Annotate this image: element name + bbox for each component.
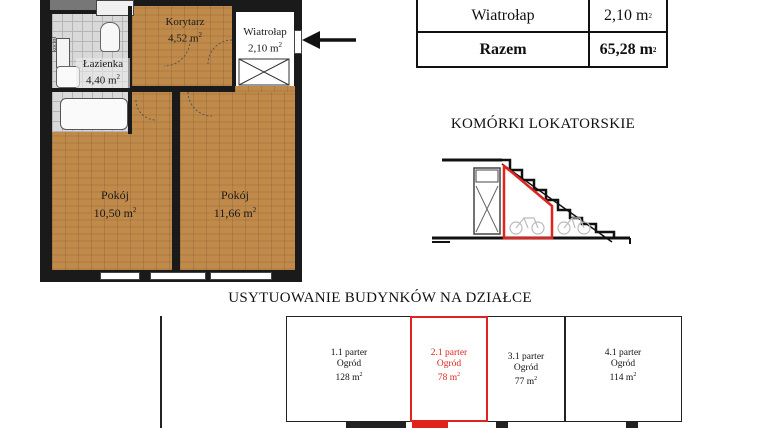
cabinet-icon bbox=[96, 0, 134, 16]
storage-diagram bbox=[432, 158, 631, 244]
table-cell-name: Wiatrołap bbox=[471, 6, 535, 24]
room-label-pokoj-2: Pokój 11,66 m2 bbox=[213, 188, 257, 220]
pokoj-right-floor bbox=[180, 92, 295, 270]
plot-2 bbox=[410, 316, 488, 422]
room-label-pokoj-1: Pokój 10,50 m2 bbox=[93, 188, 137, 220]
floor-plan: kocioł Korytarz 4,52 m2 Wiatrołap 2,10 m… bbox=[40, 0, 302, 282]
korytarz-floor bbox=[132, 6, 232, 86]
room-label-korytarz: Korytarz 4,52 m2 bbox=[165, 16, 205, 45]
wiatrolap-cabinet-icon bbox=[238, 58, 290, 86]
storage-title: KOMÓRKI LOKATORSKIE bbox=[450, 116, 636, 132]
plot-4 bbox=[564, 316, 682, 422]
entrance-arrow-icon bbox=[302, 31, 356, 49]
room-label-wiatrolap: Wiatrołap 2,10 m2 bbox=[243, 26, 287, 55]
door-arcs bbox=[135, 39, 233, 121]
toilet-icon bbox=[100, 22, 120, 52]
table-cell-name: Razem bbox=[479, 40, 527, 58]
bathtub-icon bbox=[60, 98, 128, 130]
room-label-lazienka: Łazienka 4,40 m2 bbox=[76, 58, 130, 88]
site-plan-title: USYTUOWANIE BUDYNKÓW NA DZIAŁCE bbox=[228, 290, 532, 306]
